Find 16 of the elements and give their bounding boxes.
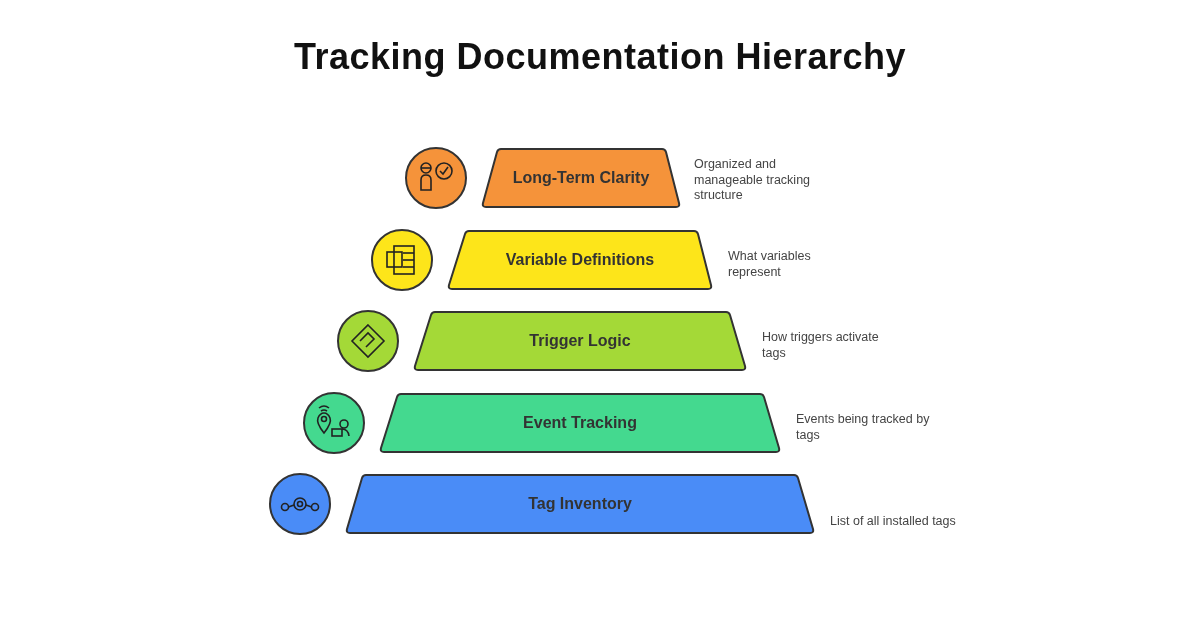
tier-description: List of all installed tags <box>830 514 957 530</box>
trapezoid-tier <box>482 148 680 208</box>
tier-label: Trigger Logic <box>528 332 632 350</box>
tier-label: Event Tracking <box>522 414 638 432</box>
tier-label: Long-Term Clarity <box>511 169 651 187</box>
tier-label: Variable Definitions <box>504 251 656 269</box>
title: Tracking Documentation Hierarchy <box>293 36 907 78</box>
tier-description: Events being tracked by tags <box>796 412 931 443</box>
trapezoid-tier <box>448 230 712 290</box>
trapezoid-tier <box>414 311 746 371</box>
trapezoid-tier <box>380 393 780 453</box>
tier-description: How triggers activate tags <box>762 330 880 361</box>
trapezoid-tier <box>346 474 814 534</box>
tier-description: Organized and manageable tracking structure <box>694 157 812 204</box>
tier-description: What variables represent <box>728 249 812 280</box>
tier-label: Tag Inventory <box>527 495 633 513</box>
